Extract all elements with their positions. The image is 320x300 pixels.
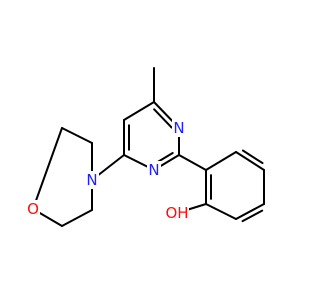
bond-morph-3: [32, 127, 63, 210]
atom-label-n-lower: N: [148, 161, 159, 179]
bond-ar-5-inner: [241, 149, 264, 165]
atom-label-n-upper: N: [173, 119, 184, 137]
bond-n1-c6-inner: [153, 108, 173, 129]
bond-ar-5: [235, 151, 265, 171]
structure-diagram: N N N O OH: [26, 67, 265, 227]
bond-morph-2: [61, 127, 93, 144]
atom-oh-hydroxyl: OH: [165, 204, 189, 222]
atom-labels: N N N O OH: [26, 119, 189, 222]
bond-c6-c5: [123, 101, 155, 121]
atom-n-pyrimidine-upper: N: [172, 119, 186, 137]
atom-n-pyrimidine-lower: N: [147, 161, 161, 179]
bond-morph-5: [61, 209, 93, 227]
bond-ar-2: [205, 203, 237, 220]
bond-ar-6: [205, 151, 237, 171]
atom-label-n-morpholine: N: [86, 171, 97, 189]
bond-c2-aryl: [178, 154, 207, 171]
atom-label-oh: OH: [165, 204, 188, 222]
atom-o-morpholine: O: [26, 200, 40, 218]
bond-ar-3: [235, 203, 265, 220]
bond-ar-3-inner: [241, 209, 264, 223]
atom-n-morpholine: N: [85, 171, 99, 189]
bond-lines: [32, 67, 265, 227]
atom-label-o-morpholine: O: [27, 200, 39, 218]
